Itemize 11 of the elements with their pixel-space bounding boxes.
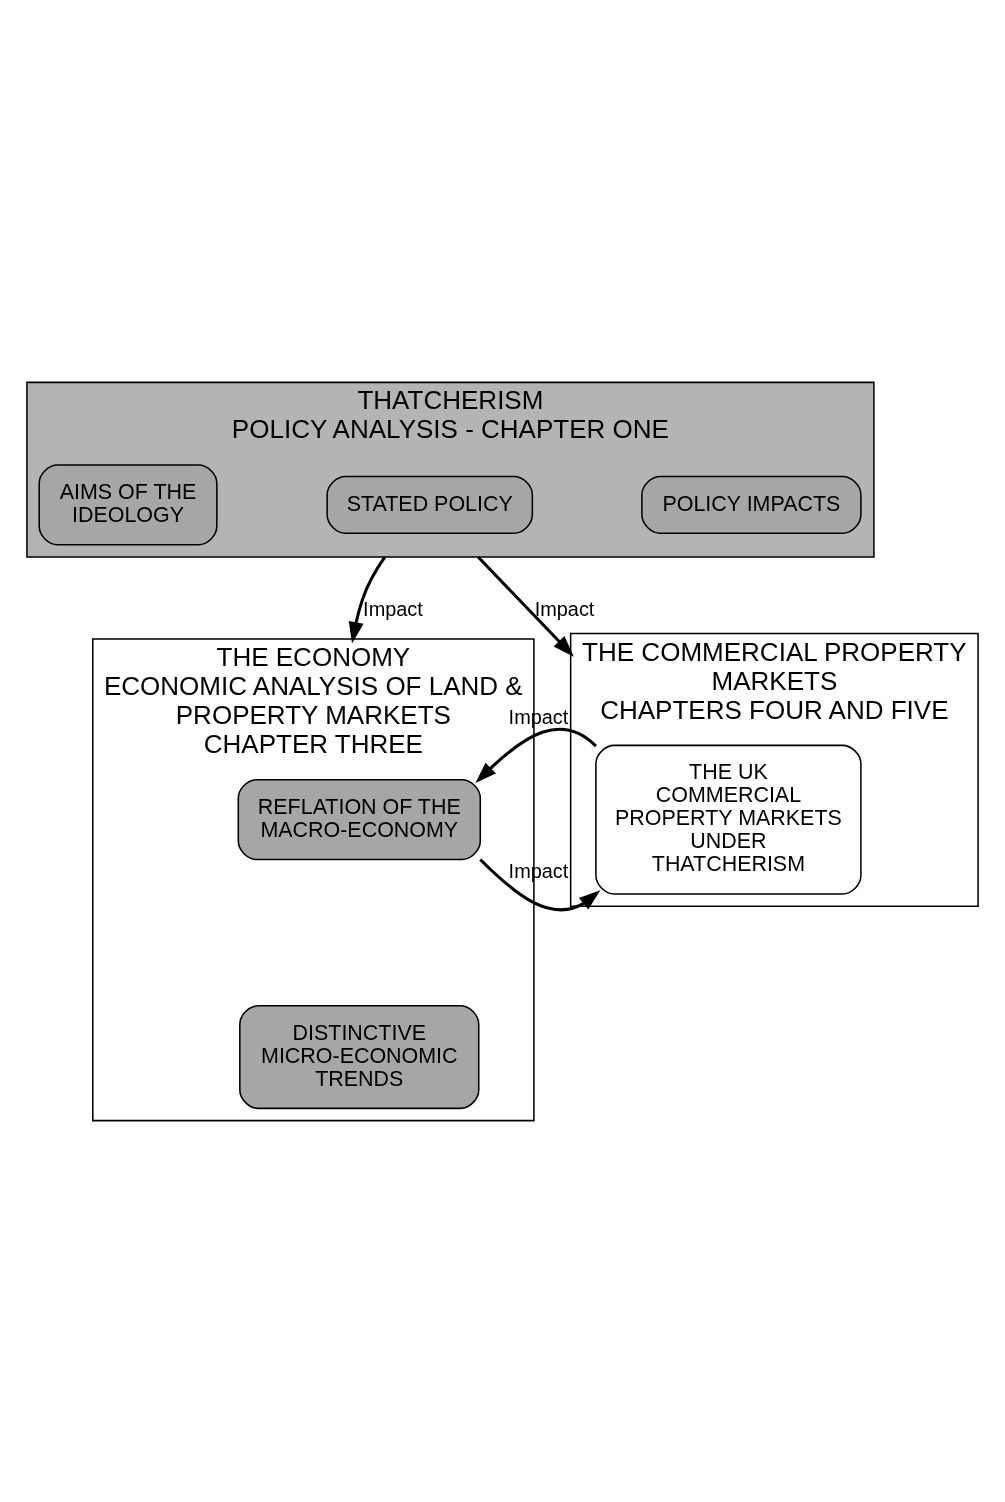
node-box: REFLATION OF THE MACRO-ECONOMY (237, 778, 482, 860)
arrow (348, 555, 387, 643)
node-box: THE UK COMMERCIAL PROPERTY MARKETS UNDER THATCHERISM (595, 744, 862, 895)
edge-label: Impact (363, 597, 423, 620)
node-box: DISTINCTIVE MICRO-ECONOMIC TRENDS (239, 1004, 480, 1109)
arrow (477, 555, 574, 657)
node-box: POLICY IMPACTS (641, 475, 862, 534)
edge-label: Impact (534, 597, 595, 620)
node-box: STATED POLICY (326, 475, 534, 534)
node-box: AIMS OF THE IDEOLOGY (38, 463, 218, 545)
arrow (475, 727, 597, 783)
